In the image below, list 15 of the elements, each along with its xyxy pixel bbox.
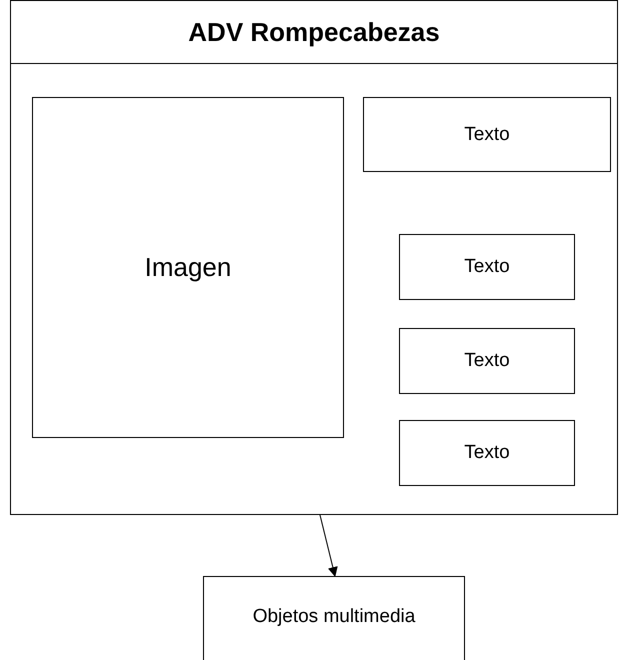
text-box xyxy=(399,234,575,300)
text-box xyxy=(399,328,575,394)
box-label: Objetos multimedia xyxy=(252,606,416,628)
text-box xyxy=(363,97,611,172)
box-label: Texto xyxy=(464,442,510,464)
box-label: Texto xyxy=(464,256,510,278)
screen-frame xyxy=(10,0,618,515)
layout-box xyxy=(32,97,344,438)
box-label: Texto xyxy=(464,124,510,146)
frame-heading: ADV Rompecabezas xyxy=(188,16,440,48)
box-label: Texto xyxy=(464,350,510,372)
process-box xyxy=(203,576,465,660)
text-box xyxy=(399,420,575,486)
arrow xyxy=(320,514,338,577)
box-label: Imagen xyxy=(144,252,232,283)
